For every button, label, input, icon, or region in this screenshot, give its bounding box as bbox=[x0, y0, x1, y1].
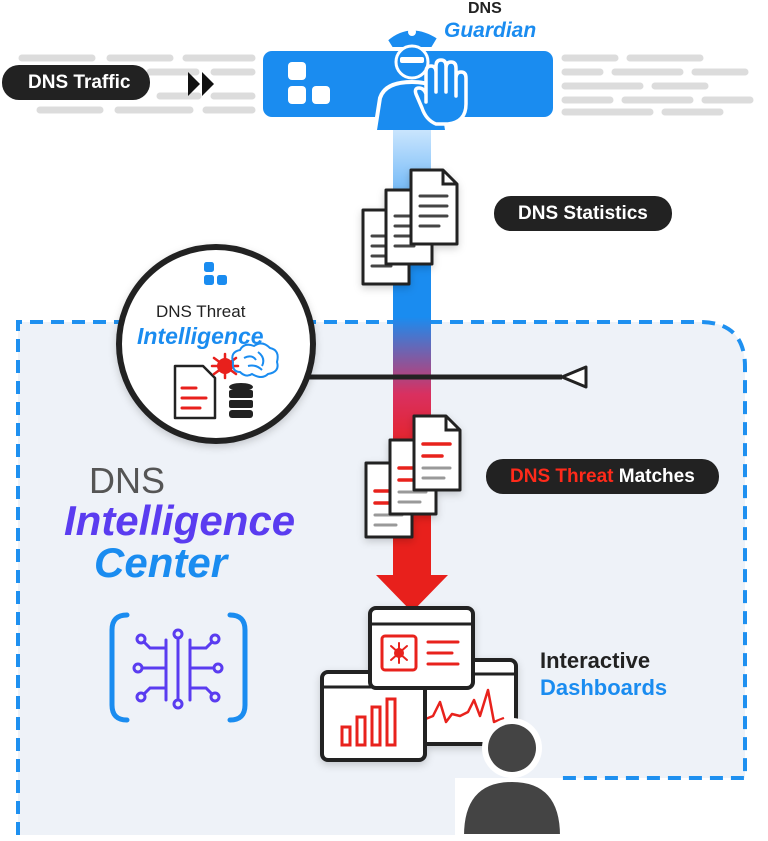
dns-statistics-pill: DNS Statistics bbox=[494, 196, 672, 231]
center-title-line2: Intelligence bbox=[64, 497, 296, 544]
guardian-officer-icon bbox=[373, 28, 468, 131]
threat-documents-icon bbox=[364, 414, 462, 539]
threat-intel-logo-icon bbox=[204, 262, 227, 285]
intel-connector-arrow-icon bbox=[560, 365, 588, 389]
center-title-line3: Center bbox=[94, 539, 228, 586]
traffic-lines-left bbox=[18, 54, 256, 114]
ai-brain-icon bbox=[231, 342, 279, 378]
dashboard-threat-window bbox=[368, 606, 475, 690]
database-icon bbox=[229, 383, 253, 418]
dashboards-title-line1: Interactive bbox=[540, 648, 651, 673]
statistics-documents-icon bbox=[361, 168, 459, 286]
user-avatar-icon bbox=[459, 718, 565, 838]
threat-intel-circle bbox=[116, 244, 316, 444]
flow-arrowhead bbox=[376, 575, 448, 612]
threat-matches-red-text: DNS Threat bbox=[510, 466, 614, 487]
center-title-line1: DNS bbox=[89, 460, 166, 501]
guardian-title-line2: Guardian bbox=[444, 19, 537, 42]
threat-intel-subtitle: Intelligence bbox=[137, 323, 264, 349]
threat-intel-title: DNS Threat bbox=[156, 302, 246, 321]
dns-traffic-pill: DNS Traffic bbox=[2, 65, 151, 100]
traffic-arrows-icon bbox=[188, 72, 214, 96]
threat-document-icon bbox=[173, 364, 217, 420]
threat-matches-white-text: Matches bbox=[618, 466, 695, 487]
guardian-title-line1: DNS bbox=[468, 0, 502, 17]
dashboard-windows-icon bbox=[320, 606, 518, 762]
virus-bug-icon bbox=[210, 352, 240, 380]
guardian-logo-icon bbox=[288, 62, 330, 104]
neural-chip-icon bbox=[109, 612, 248, 723]
dashboard-bar-chart-window bbox=[320, 670, 427, 762]
dashboards-title-line2: Dashboards bbox=[540, 675, 668, 700]
threat-matches-pill: DNS Threat Matches bbox=[486, 459, 719, 494]
traffic-lines-right bbox=[561, 54, 754, 116]
